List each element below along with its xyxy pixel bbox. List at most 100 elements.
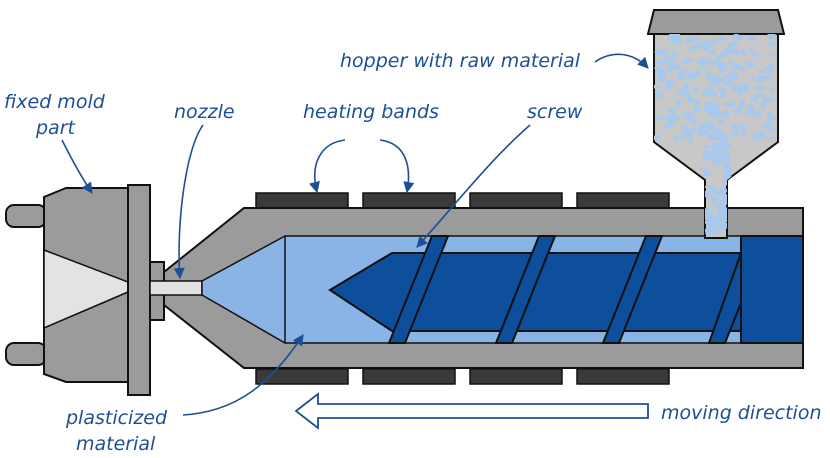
pellet (680, 59, 688, 65)
pellet (679, 69, 686, 76)
pellet (656, 115, 667, 121)
pellet (699, 62, 708, 67)
pellet (720, 110, 730, 118)
hopper-label: hopper with raw material (340, 50, 581, 72)
pellet (688, 46, 694, 52)
pellet (709, 107, 717, 116)
pellet (707, 59, 717, 65)
pellet (730, 84, 741, 92)
pellet (706, 123, 714, 128)
pellet (654, 66, 663, 71)
pellet (720, 92, 726, 98)
fixed-mold-arrow (61, 139, 93, 194)
pellet (770, 34, 777, 40)
pellet (719, 35, 726, 42)
pellet (689, 118, 698, 124)
pellet (754, 85, 764, 92)
screw-label: screw (527, 101, 583, 123)
pellet (759, 102, 767, 110)
pellet (756, 92, 763, 98)
pellet (655, 69, 663, 75)
pellet (665, 85, 673, 90)
pellet (731, 124, 738, 130)
pellet (702, 144, 709, 149)
pellet (732, 64, 742, 70)
raw-material-pellets (654, 34, 778, 238)
screw-drive-block (740, 235, 804, 344)
pellet (714, 190, 725, 197)
hopper-lid (646, 9, 786, 35)
pellet (711, 74, 719, 83)
pellet (688, 137, 694, 142)
pellet (738, 123, 745, 130)
pellet (699, 123, 708, 131)
pellet (668, 63, 677, 71)
pellet (665, 120, 675, 128)
pellet (685, 37, 694, 44)
pellet (767, 112, 773, 118)
pellet (709, 101, 717, 107)
pellet (727, 43, 734, 49)
heating-bands-label: heating bands (303, 101, 439, 123)
pellet (741, 49, 747, 57)
pellet (744, 110, 753, 115)
pellet (704, 129, 711, 135)
pellet (722, 102, 731, 107)
pellet (767, 116, 777, 122)
pellet (675, 64, 682, 71)
pellet (661, 49, 668, 56)
pellet (685, 133, 693, 139)
pellet (683, 111, 694, 120)
pellet (769, 126, 776, 132)
pellet (713, 226, 722, 235)
pellet (707, 49, 716, 55)
pellet (704, 71, 713, 79)
pellet (770, 52, 776, 57)
pellet (654, 84, 660, 89)
pellet (677, 73, 686, 81)
pellet (668, 60, 677, 66)
pellet (667, 34, 677, 41)
pellet (753, 95, 759, 102)
pellet (654, 135, 661, 141)
pellet (693, 35, 699, 43)
pellet (663, 55, 673, 61)
plasticized-label-line1: plasticized (65, 407, 168, 429)
pellet (694, 98, 701, 105)
hopper (646, 9, 786, 239)
moving-direction-label: moving direction (661, 402, 821, 424)
screw-arrow (416, 124, 531, 248)
pellet (727, 75, 737, 80)
hopper-arrow (594, 53, 649, 69)
pellet (733, 34, 740, 40)
pellet (758, 130, 766, 139)
pellet (724, 161, 731, 167)
pellet (711, 142, 720, 150)
pellet (704, 155, 710, 160)
pellet (765, 64, 775, 71)
pellet (738, 102, 744, 110)
pellet (749, 76, 755, 82)
pellet (702, 90, 710, 95)
pellet (712, 128, 723, 133)
pellet (704, 227, 713, 235)
pellet (762, 122, 772, 129)
pellet (718, 86, 727, 93)
pellet (718, 133, 728, 140)
pellet (732, 108, 743, 114)
pellet (659, 59, 667, 66)
pellet (768, 86, 774, 93)
pellet (692, 44, 701, 50)
pellet (715, 55, 722, 63)
heating-band-arrow-right (379, 139, 415, 194)
pellet (701, 166, 708, 173)
screw (328, 235, 804, 344)
pellet (770, 136, 777, 141)
pellet (768, 42, 778, 47)
pellet (687, 72, 697, 80)
pellet (670, 50, 677, 57)
fixed-mold-part (5, 184, 165, 396)
pellet (679, 131, 687, 138)
pellet (715, 120, 726, 125)
